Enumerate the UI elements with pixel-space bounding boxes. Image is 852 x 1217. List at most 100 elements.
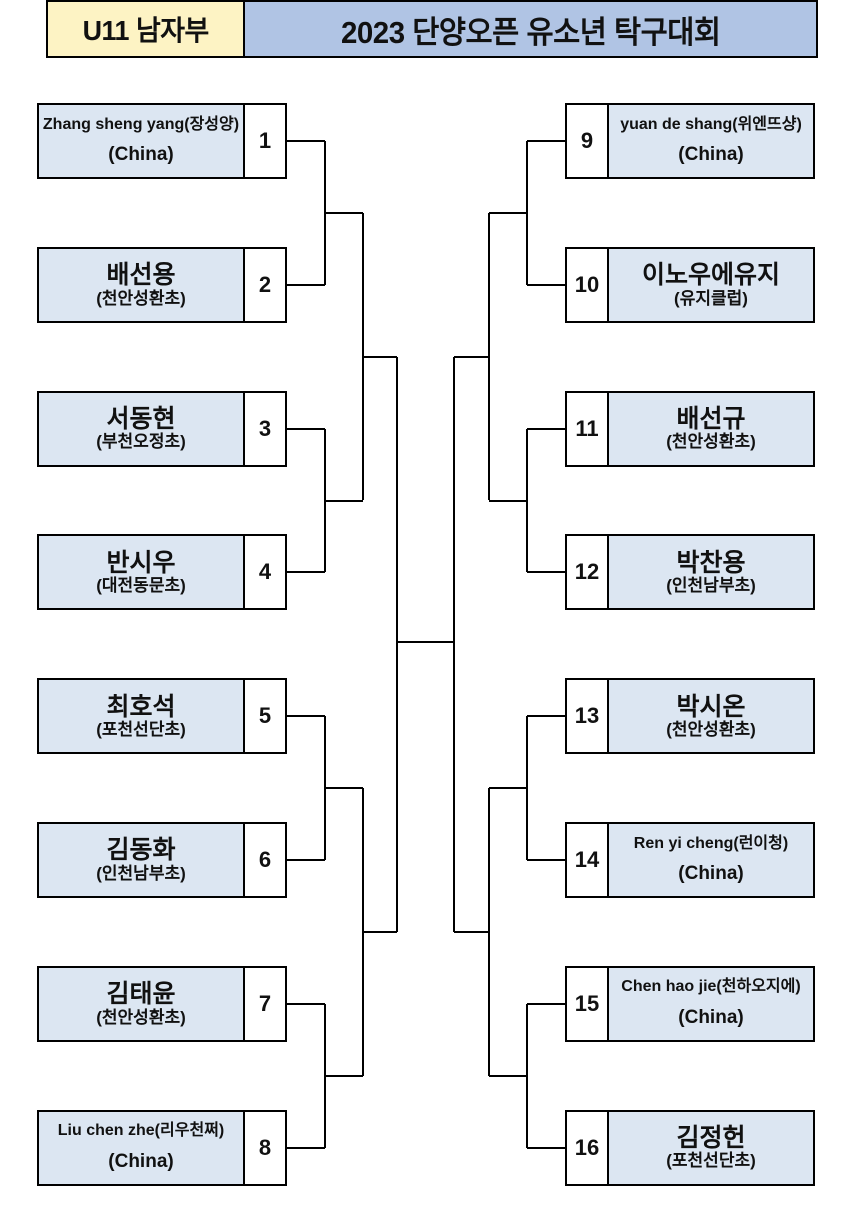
connector-h-left-r2-1: [325, 211, 363, 214]
player-name-2: 배선용: [106, 261, 176, 290]
player-info-12: 박찬용(인천남부초): [609, 536, 813, 609]
player-affiliation-6: (인천남부초): [96, 863, 186, 883]
player-name-1: Zhang sheng yang(장성양): [42, 115, 240, 133]
connector-h-right-r2-4: [489, 1074, 527, 1077]
connector-v-right-r2-1: [488, 212, 490, 501]
connector-v-right-r1-4: [526, 1003, 528, 1148]
connector-h-left-r3-1: [363, 355, 397, 358]
player-affiliation-14: (China): [678, 863, 744, 885]
connector-h-right-r3-1: [454, 355, 489, 358]
seed-number-7: 7: [243, 967, 285, 1040]
player-name-9: yuan de shang(위엔뜨샹): [620, 115, 802, 133]
player-affiliation-8: (China): [108, 1151, 174, 1173]
player-info-2: 배선용(천안성환초): [39, 248, 243, 321]
player-name-11: 배선규: [676, 405, 746, 434]
connector-v-right-r1-2: [526, 428, 528, 573]
player-info-9: yuan de shang(위엔뜨샹) (China): [609, 105, 813, 177]
category-badge: U11 남자부: [46, 0, 245, 58]
seed-number-11: 11: [567, 392, 609, 465]
player-name-16: 김정헌: [676, 1124, 746, 1153]
seed-number-15: 15: [567, 967, 609, 1040]
player-affiliation-4: (대전동문초): [96, 576, 186, 596]
seed-number-9: 9: [567, 105, 609, 177]
player-info-11: 배선규(천안성환초): [609, 392, 813, 465]
bracket-slot-15: 15 Chen hao jie(천하오지에) (China): [565, 965, 815, 1042]
player-affiliation-5: (포천선단초): [96, 719, 186, 739]
player-info-13: 박시온(천안성환초): [609, 680, 813, 753]
connector-v-left-r3: [396, 356, 398, 932]
player-affiliation-11: (천안성환초): [666, 432, 756, 452]
connector-h-right-r1-11: [527, 427, 565, 430]
player-affiliation-3: (부천오정초): [96, 432, 186, 452]
seed-number-5: 5: [243, 680, 285, 753]
player-info-3: 서동현(부천오정초): [39, 392, 243, 465]
connector-v-right-r1-3: [526, 716, 528, 860]
connector-h-left-r2-2: [325, 499, 363, 502]
connector-h-left-r1-7: [287, 1002, 325, 1005]
player-name-8: Liu chen zhe(리우천쩌): [57, 1122, 225, 1140]
seed-number-4: 4: [243, 536, 285, 609]
connector-h-left-r1-5: [287, 715, 325, 718]
tournament-title: 2023 단양오픈 유소년 탁구대회: [340, 14, 721, 50]
player-info-10: 이노우에유지(유지클럽): [609, 248, 813, 321]
seed-number-6: 6: [243, 824, 285, 896]
connector-h-left-r1-3: [287, 427, 325, 430]
seed-number-3: 3: [243, 392, 285, 465]
player-info-5: 최호석(포천선단초): [39, 680, 243, 753]
player-name-7: 김태윤: [106, 980, 176, 1009]
player-info-16: 김정헌(포천선단초): [609, 1111, 813, 1184]
connector-h-left-r2-3: [325, 787, 363, 790]
player-affiliation-9: (China): [678, 144, 744, 166]
connector-h-left-r1-8: [287, 1146, 325, 1149]
seed-number-1: 1: [243, 105, 285, 177]
seed-number-12: 12: [567, 536, 609, 609]
player-name-12: 박찬용: [676, 548, 746, 577]
connector-h-final: [397, 641, 454, 643]
seed-number-13: 13: [567, 680, 609, 753]
connector-h-right-r1-12: [527, 571, 565, 574]
connector-h-left-r1-2: [287, 283, 325, 286]
player-info-1: Zhang sheng yang(장성양) (China): [39, 105, 243, 177]
player-affiliation-15: (China): [678, 1007, 744, 1029]
player-affiliation-2: (천안성환초): [96, 288, 186, 308]
connector-h-left-r1-4: [287, 571, 325, 574]
player-info-15: Chen hao jie(천하오지에) (China): [609, 967, 813, 1040]
connector-h-right-r1-16: [527, 1146, 565, 1149]
player-affiliation-13: (천안성환초): [666, 719, 756, 739]
player-affiliation-16: (포천선단초): [666, 1151, 756, 1171]
player-info-8: Liu chen zhe(리우천쩌) (China): [39, 1111, 243, 1184]
player-affiliation-7: (천안성환초): [96, 1007, 186, 1027]
bracket-slot-7: 7 김태윤(천안성환초): [37, 965, 287, 1042]
player-info-14: Ren yi cheng(런이청) (China): [609, 824, 813, 896]
connector-h-right-r1-10: [527, 283, 565, 286]
connector-h-right-r1-13: [527, 715, 565, 718]
player-info-4: 반시우(대전동문초): [39, 536, 243, 609]
seed-number-8: 8: [243, 1111, 285, 1184]
connector-h-right-r1-9: [527, 140, 565, 142]
category-label: U11 남자부: [82, 15, 209, 46]
player-name-15: Chen hao jie(천하오지에): [621, 978, 801, 996]
seed-number-2: 2: [243, 248, 285, 321]
connector-h-left-r2-4: [325, 1074, 363, 1077]
connector-v-right-r1-1: [526, 141, 528, 285]
connector-h-left-r3-2: [363, 930, 397, 933]
bracket-slot-9: 9 yuan de shang(위엔뜨샹) (China): [565, 103, 815, 179]
connector-h-left-r1-6: [287, 859, 325, 861]
player-name-14: Ren yi cheng(런이청): [633, 834, 789, 852]
player-affiliation-1: (China): [108, 144, 174, 166]
bracket-slot-8: 8 Liu chen zhe(리우천쩌) (China): [37, 1109, 287, 1186]
connector-h-right-r3-2: [454, 930, 489, 933]
player-name-10: 이노우에유지: [641, 261, 780, 290]
tournament-header: U11 남자부 2023 단양오픈 유소년 탁구대회: [46, 0, 818, 58]
player-name-3: 서동현: [106, 405, 176, 434]
